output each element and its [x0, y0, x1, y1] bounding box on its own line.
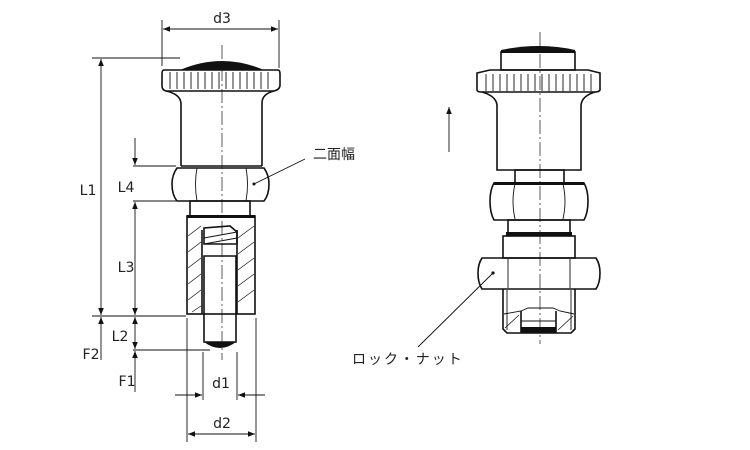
dim-F2-label: F2 [83, 347, 100, 363]
dim-F1-label: F1 [119, 374, 136, 390]
knurling [169, 72, 269, 89]
dim-L2-label: L2 [112, 329, 129, 345]
plunger-with-lock-nut-view [417, 32, 601, 348]
dim-d2-label: d2 [213, 416, 231, 432]
width-across-flats-label: 二面幅 [313, 147, 355, 163]
dim-L1-label: L1 [80, 183, 97, 199]
lock-nut-label: ロック・ナット [352, 352, 464, 368]
plunger-side-view [161, 45, 281, 360]
section-hatching [187, 225, 255, 313]
dim-d1-label: d1 [212, 376, 230, 392]
dimension-lines [92, 20, 306, 442]
dim-L4-label: L4 [118, 180, 135, 196]
dim-d3-label: d3 [213, 11, 231, 27]
dim-L3-label: L3 [118, 260, 135, 276]
